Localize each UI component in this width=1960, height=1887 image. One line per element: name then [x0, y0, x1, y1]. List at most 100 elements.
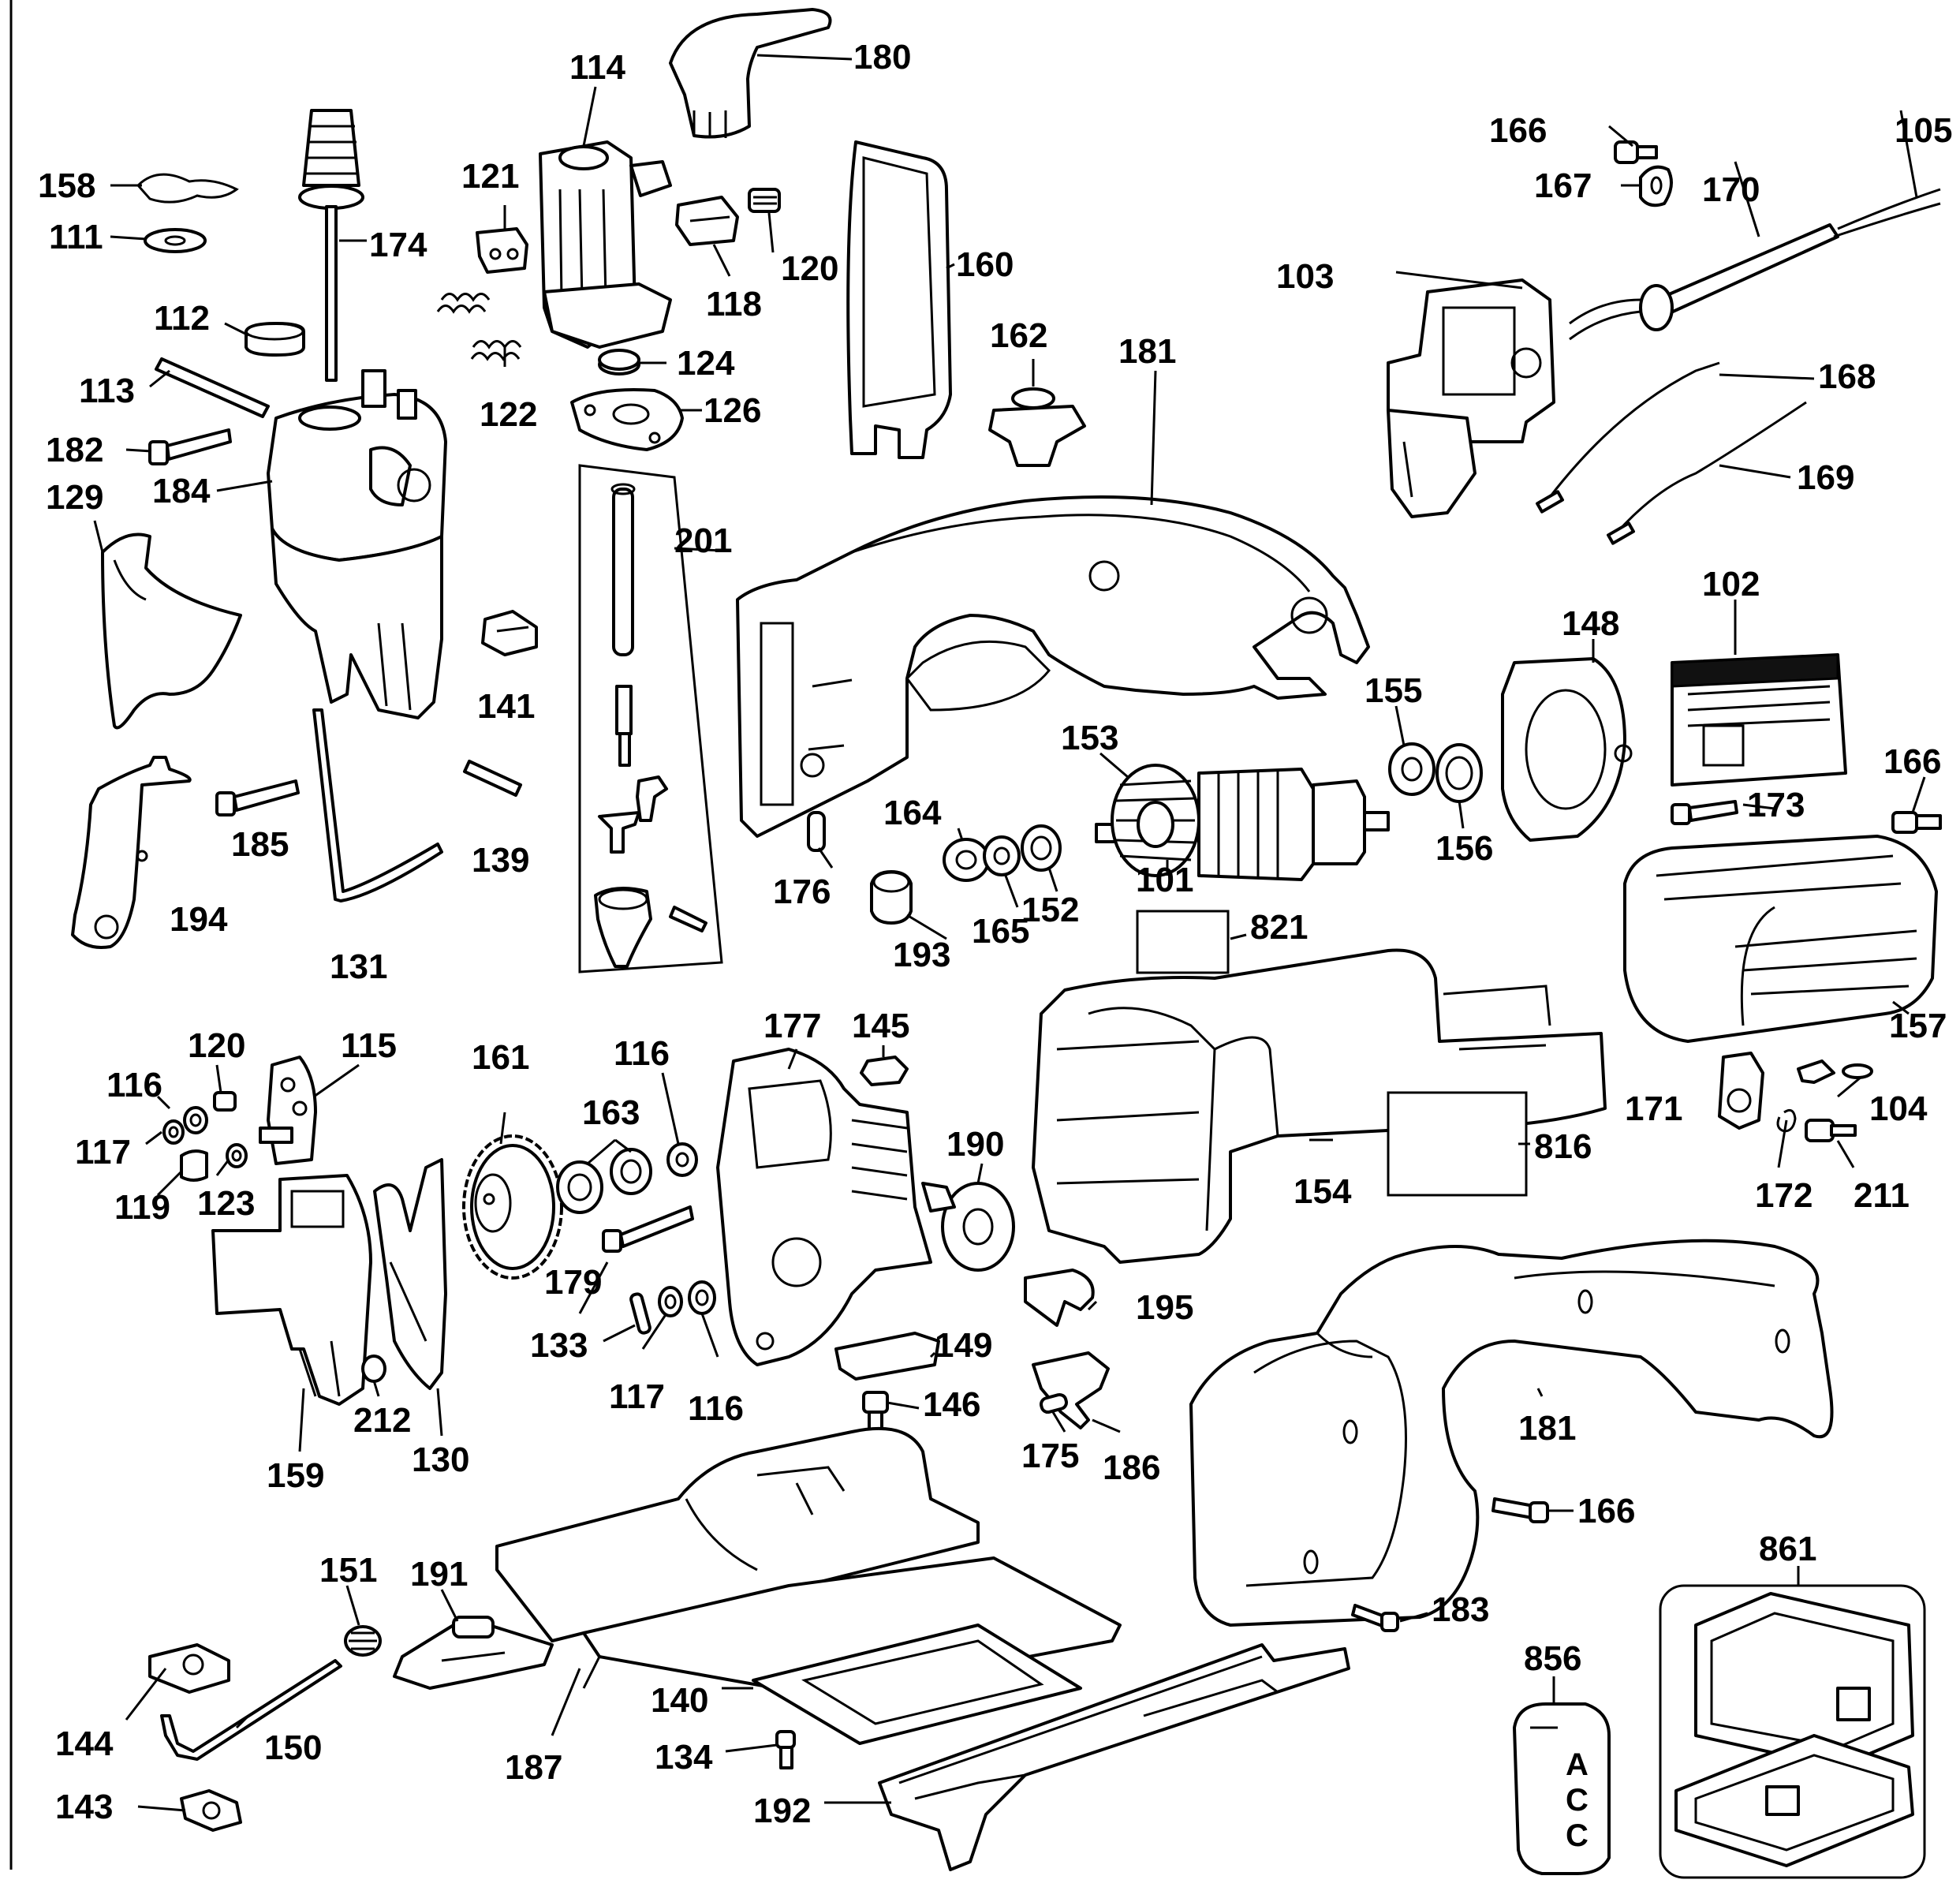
carrying-case-861-drawing	[1659, 1584, 1926, 1879]
clamp-143-drawing	[180, 1789, 242, 1832]
label-156: 156	[1435, 829, 1493, 868]
label-150: 150	[264, 1728, 322, 1767]
label-166-right: 166	[1883, 742, 1941, 781]
label-151: 151	[319, 1551, 377, 1590]
label-117-mid: 117	[609, 1377, 665, 1416]
field-102-drawing	[1671, 653, 1847, 787]
handle-181-right-drawing	[1189, 1239, 1834, 1627]
cord-105-170-drawing	[1569, 188, 1941, 341]
label-172: 172	[1755, 1176, 1813, 1215]
armature-101-drawing	[1095, 764, 1390, 881]
plate-115-drawing	[259, 1056, 317, 1165]
label-plates-drawing	[1136, 910, 1528, 1197]
accessory-tag-856-drawing: A C C	[1513, 1702, 1611, 1875]
screw-179-drawing	[602, 1205, 694, 1253]
bearings-155-156-drawing	[1388, 742, 1483, 803]
ring-112-drawing	[245, 322, 305, 357]
label-102: 102	[1702, 565, 1760, 603]
label-187: 187	[505, 1748, 562, 1787]
label-163: 163	[582, 1093, 640, 1132]
label-120-top: 120	[781, 249, 838, 288]
clip-195-drawing	[1024, 1269, 1095, 1327]
label-193: 193	[893, 936, 950, 974]
pin-113-drawing	[155, 357, 270, 418]
rod-150-drawing	[160, 1659, 342, 1761]
label-121: 121	[461, 157, 519, 196]
motor-housing-154-drawing	[1032, 948, 1607, 1264]
clip-121-drawing	[476, 227, 528, 274]
label-111: 111	[49, 218, 103, 256]
base-192-drawing	[878, 1643, 1350, 1871]
label-130: 130	[412, 1440, 469, 1479]
guide-block-114-drawing	[539, 140, 672, 349]
ring-124-plate-126-drawing	[570, 349, 684, 451]
label-149: 149	[935, 1326, 992, 1365]
washer-111-drawing	[144, 228, 207, 253]
switch-103-drawing	[1387, 278, 1555, 518]
shield-129-drawing	[101, 532, 242, 730]
label-162: 162	[990, 316, 1047, 355]
label-170: 170	[1702, 170, 1760, 209]
pin-176-drawing	[807, 811, 826, 852]
gear-161-drawing	[462, 1134, 563, 1280]
label-166-top: 166	[1489, 111, 1547, 150]
label-184: 184	[152, 472, 211, 510]
pin-139-drawing	[463, 760, 522, 797]
label-195: 195	[1136, 1288, 1193, 1327]
clamp-191-drawing	[393, 1616, 554, 1690]
label-112: 112	[154, 299, 210, 338]
label-181-top: 181	[1118, 332, 1176, 371]
label-192: 192	[753, 1792, 811, 1830]
label-173: 173	[1747, 786, 1805, 824]
label-171: 171	[1625, 1089, 1682, 1128]
label-115: 115	[341, 1026, 397, 1065]
plunger-assembly-201-drawing	[578, 464, 723, 973]
fan-190-drawing	[921, 1182, 1015, 1272]
label-166-bottom: 166	[1577, 1492, 1635, 1530]
label-180: 180	[853, 38, 911, 77]
label-161: 161	[472, 1038, 529, 1077]
label-211: 211	[1854, 1176, 1910, 1215]
label-186: 186	[1103, 1448, 1160, 1487]
clamp-144-drawing	[148, 1643, 230, 1694]
label-117-left: 117	[75, 1133, 131, 1171]
label-114: 114	[569, 48, 626, 87]
label-116-mid: 116	[614, 1034, 670, 1073]
nut-151-drawing	[344, 1625, 382, 1657]
label-153: 153	[1061, 719, 1118, 757]
label-101: 101	[1136, 861, 1193, 899]
label-175: 175	[1021, 1437, 1079, 1475]
label-116-bottom: 116	[688, 1389, 744, 1428]
label-856: 856	[1524, 1639, 1581, 1678]
plunger-174-drawing	[298, 109, 364, 382]
bearings-163-drawing	[556, 1148, 652, 1214]
small-parts-116-117-119-120-123-drawing	[162, 1091, 248, 1182]
label-183: 183	[1432, 1590, 1489, 1629]
block-118-drawing	[675, 196, 739, 246]
spring-drawings	[436, 293, 522, 361]
label-123: 123	[197, 1184, 255, 1223]
screw-166-right-drawing	[1891, 811, 1942, 834]
label-185: 185	[231, 825, 289, 864]
screw-182-drawing	[148, 428, 232, 465]
screw-120-top-drawing	[748, 188, 781, 213]
motor-cover-157-drawing	[1623, 835, 1938, 1043]
label-168: 168	[1818, 357, 1876, 396]
label-131: 131	[330, 947, 387, 986]
label-165: 165	[972, 912, 1029, 951]
gear-housing-184-drawing	[267, 369, 447, 719]
label-104: 104	[1869, 1089, 1928, 1128]
screw-134-drawing	[775, 1730, 796, 1769]
nut-145-drawing	[860, 1056, 909, 1086]
label-143: 143	[55, 1788, 113, 1826]
label-146: 146	[923, 1385, 980, 1424]
spring-bracket-130-drawing	[373, 1158, 447, 1390]
label-119: 119	[114, 1188, 170, 1227]
label-129: 129	[46, 478, 103, 517]
label-139: 139	[472, 841, 529, 880]
bracket-194-drawing	[71, 756, 192, 949]
pin-133-washers-drawing	[629, 1280, 716, 1335]
label-174: 174	[369, 226, 427, 264]
label-103: 103	[1276, 257, 1334, 296]
